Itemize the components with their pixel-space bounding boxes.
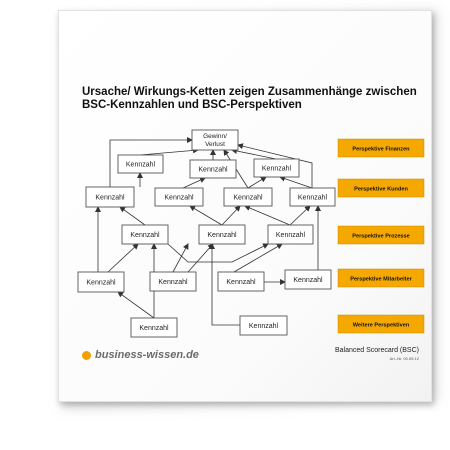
kennzahl-node: Kennzahl (77, 271, 125, 293)
brand-dot-icon (82, 350, 91, 360)
node-label: Kennzahl (95, 195, 125, 202)
kennzahl-node: Kennzahl (239, 315, 288, 336)
cause-effect-arrow (117, 291, 155, 319)
perspective-label: Perspektive Mitarbeiter (337, 268, 425, 288)
cause-effect-arrow (209, 243, 240, 326)
kennzahl-node: Kennzahl (130, 317, 178, 338)
node-label: Kennzahl (233, 195, 263, 202)
node-label: Kennzahl (164, 195, 194, 202)
node-label: Kennzahl (249, 323, 279, 330)
profit-loss-node: Gewinn/Verlust (191, 129, 239, 151)
node-label-line1: Gewinn/ (203, 133, 227, 140)
diagram-title: Ursache/ Wirkungs-Ketten zeigen Zusammen… (82, 86, 417, 111)
cause-effect-arrow (237, 143, 313, 188)
kennzahl-node: Kennzahl (149, 271, 197, 292)
cause-effect-arrow (172, 243, 189, 273)
kennzahl-node: Kennzahl (189, 159, 237, 179)
kennzahl-node: Kennzahl (253, 158, 300, 178)
perspective-text: Perspektive Finanzen (352, 147, 410, 153)
cause-effect-arrow (109, 137, 193, 187)
perspective-text: Weitere Perspektiven (353, 323, 410, 329)
kennzahl-node: Kennzahl (223, 187, 273, 207)
node-label: Kennzahl (207, 232, 237, 239)
cause-effect-arrow (139, 147, 199, 156)
kennzahl-node: Kennzahl (198, 224, 246, 245)
cause-effect-arrow (182, 177, 206, 189)
cause-effect-arrow (167, 243, 269, 263)
node-label: Kennzahl (86, 280, 116, 287)
node-label: Kennzahl (293, 277, 323, 284)
perspective-label: Perspektive Prozesse (337, 225, 425, 245)
node-label: Kennzahl (198, 167, 228, 174)
brand-logo: business-wissen.de (82, 349, 199, 361)
kennzahl-node: Kennzahl (289, 187, 336, 207)
cause-effect-arrow (231, 148, 277, 160)
cause-effect-arrow (107, 243, 139, 273)
perspective-text: Perspektive Prozesse (352, 234, 410, 240)
cause-effect-arrow (247, 176, 267, 189)
brand-name: business-wissen.de (95, 349, 199, 361)
node-label: Kennzahl (158, 279, 188, 286)
node-label: Kennzahl (226, 279, 256, 286)
kennzahl-node: Kennzahl (121, 224, 169, 245)
node-label: Kennzahl (139, 325, 169, 332)
cause-effect-arrow (187, 243, 214, 273)
cause-effect-arrow (189, 205, 223, 226)
cause-effect-arrow (119, 206, 146, 226)
kennzahl-node: Kennzahl (217, 271, 265, 292)
cause-effect-arrow (244, 205, 291, 226)
node-label-line2: Verlust (205, 141, 225, 148)
document-title: Balanced Scorecard (BSC) (334, 347, 419, 354)
kennzahl-node: Kennzahl (85, 186, 135, 208)
perspective-text: Perspektive Kunden (354, 187, 408, 193)
node-label: Kennzahl (130, 232, 160, 239)
kennzahl-node: Kennzahl (267, 224, 314, 245)
cause-effect-arrow (279, 175, 313, 189)
arrows (95, 137, 321, 326)
kennzahl-node: Kennzahl (117, 154, 164, 174)
cause-effect-arrow (233, 243, 283, 273)
perspective-text: Perspektive Mitarbeiter (350, 277, 412, 283)
node-label: Kennzahl (126, 162, 156, 169)
kennzahl-node: Kennzahl (154, 187, 204, 207)
node-label: Kennzahl (262, 166, 292, 173)
cause-effect-arrow (221, 205, 241, 226)
perspective-label: Perspektive Finanzen (337, 138, 425, 158)
node-label: Kennzahl (298, 195, 328, 202)
document-number: Art.-Nr. 00.05.12 (389, 356, 419, 361)
perspective-label: Perspektive Kunden (337, 178, 425, 198)
kennzahl-node: Kennzahl (284, 269, 332, 290)
node-label: Kennzahl (276, 232, 306, 239)
cause-effect-arrow (289, 205, 311, 226)
perspective-label: Weitere Perspektiven (337, 314, 425, 334)
